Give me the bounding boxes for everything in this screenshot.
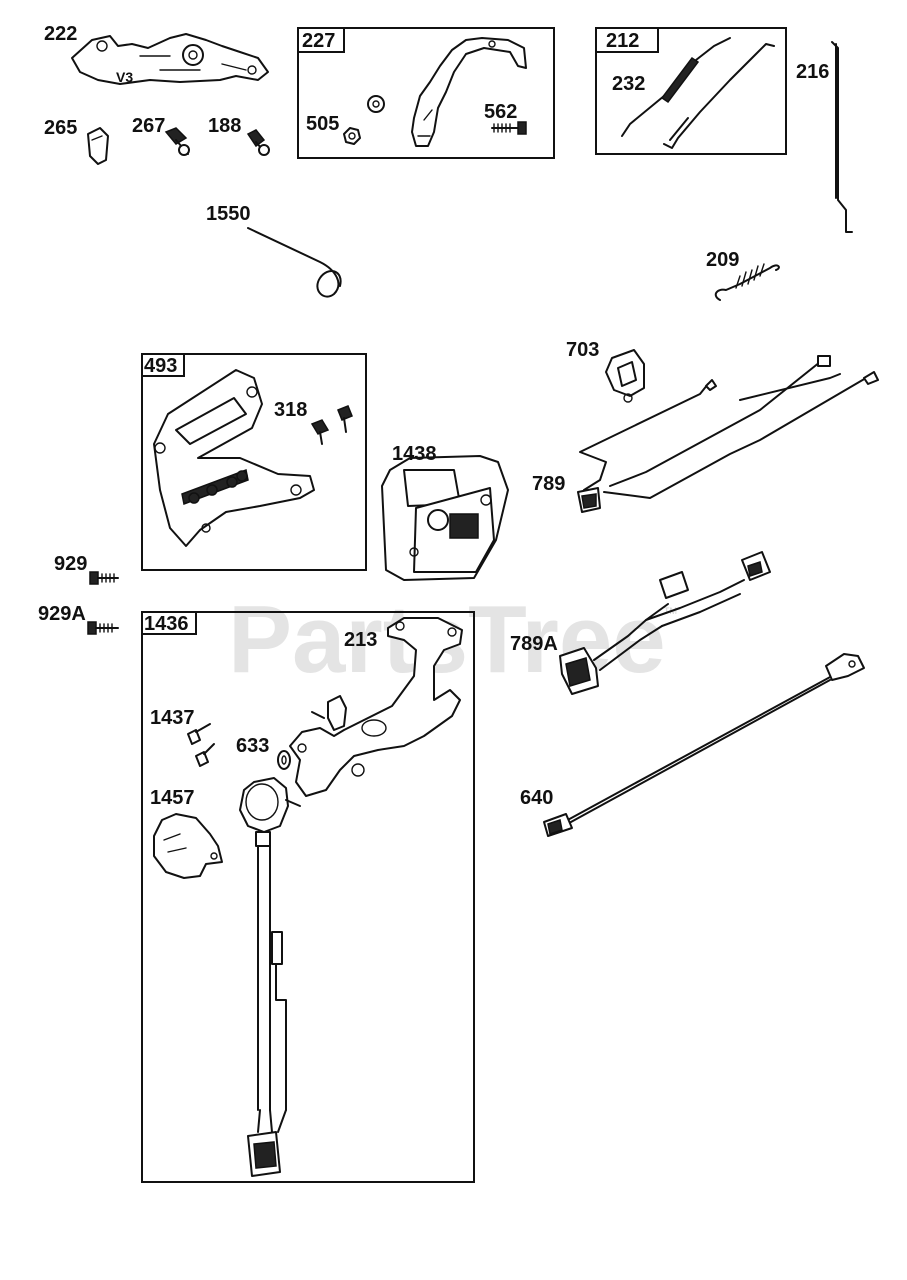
label-1457: 1457 [150, 787, 195, 809]
box-label-493: 493 [144, 355, 177, 377]
label-505: 505 [306, 113, 339, 135]
group-box-212 [595, 27, 787, 155]
part-1457-cover[interactable] [153, 813, 223, 879]
part-232-spring[interactable] [621, 37, 731, 137]
label-232: 232 [612, 73, 645, 95]
label-929a: 929A [38, 603, 86, 625]
label-562: 562 [484, 101, 517, 123]
group-tag-1436 [141, 611, 197, 635]
label-789: 789 [532, 473, 565, 495]
label-209: 209 [706, 249, 739, 271]
label-216: 216 [796, 61, 829, 83]
part-1437-screws[interactable] [187, 723, 215, 767]
part-1436-sensor-harness[interactable] [239, 777, 301, 1177]
label-640: 640 [520, 787, 553, 809]
part-640-wire[interactable] [543, 653, 865, 837]
label-188: 188 [208, 115, 241, 137]
part-633-washer[interactable] [277, 750, 291, 770]
group-box-493 [141, 353, 367, 571]
label-929: 929 [54, 553, 87, 575]
part-1438-module[interactable] [381, 455, 509, 581]
part-703-clamp[interactable] [605, 349, 645, 403]
box-label-1436: 1436 [144, 613, 189, 635]
label-222: 222 [44, 23, 77, 45]
group-box-227 [297, 27, 555, 159]
part-212-rod[interactable] [663, 43, 775, 149]
part-267-bolt[interactable] [164, 127, 190, 156]
part-222-bracket[interactable]: V3 [71, 33, 269, 85]
part-213-bracket[interactable] [289, 617, 463, 797]
part-929-bolt[interactable] [89, 571, 119, 585]
label-213: 213 [344, 629, 377, 651]
group-box-1436 [141, 611, 475, 1183]
part-505-nut[interactable] [343, 95, 385, 145]
box-label-212: 212 [606, 30, 639, 52]
part-265-clip[interactable] [87, 127, 109, 165]
box-label-227: 227 [302, 30, 335, 52]
part-209-spring[interactable] [714, 263, 780, 301]
part-318-screws[interactable] [310, 405, 353, 445]
label-633: 633 [236, 735, 269, 757]
label-267: 267 [132, 115, 165, 137]
label-1437: 1437 [150, 707, 195, 729]
group-tag-227 [297, 27, 345, 53]
part-216-rod[interactable] [831, 41, 853, 233]
part-493-bracket[interactable] [153, 369, 315, 547]
group-tag-212 [595, 27, 659, 53]
group-tag-493 [141, 353, 185, 377]
label-703: 703 [566, 339, 599, 361]
label-1550: 1550 [206, 203, 251, 225]
part-227-bracket[interactable] [411, 37, 527, 147]
label-265: 265 [44, 117, 77, 139]
part-1550-pin[interactable] [247, 227, 342, 298]
label-318: 318 [274, 399, 307, 421]
part-789a-harness[interactable] [559, 551, 771, 695]
part-562-screw[interactable] [491, 121, 527, 135]
part-188-bolt[interactable] [246, 129, 270, 156]
label-789a: 789A [510, 633, 558, 655]
part-789-harness[interactable] [577, 355, 879, 513]
part-929a-bolt[interactable] [87, 621, 119, 635]
stamp-v3: V3 [116, 69, 133, 85]
label-1438: 1438 [392, 443, 437, 465]
